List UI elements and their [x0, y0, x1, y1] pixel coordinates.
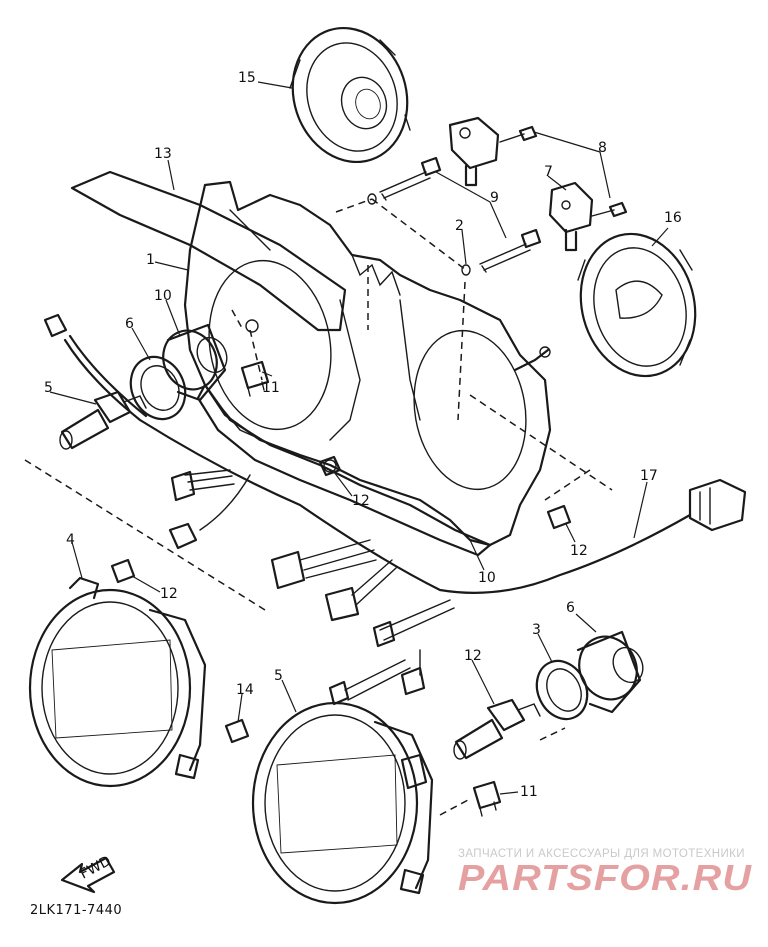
callout-16: 16 [664, 210, 682, 226]
watermark-logo: PARTSFOR.RU [458, 858, 752, 898]
callout-6-top: 6 [125, 316, 134, 332]
callout-9: 9 [490, 190, 499, 206]
part-7-bracket [448, 116, 594, 252]
drawing-code: 2LK171-7440 [30, 903, 123, 918]
part-17-wire-harness [43, 313, 747, 706]
callout-12-b: 12 [570, 543, 588, 559]
part-2-grommet [367, 193, 471, 276]
part-5-bulb-top [59, 390, 147, 450]
callout-11-top: 11 [262, 380, 280, 396]
part-13-trim-strip [70, 170, 347, 332]
part-10-socket-bottom [576, 630, 644, 714]
part-12-nut-d [224, 718, 250, 744]
part-14-lower-trim [196, 383, 492, 557]
part-12-nut-b [546, 504, 572, 530]
callout-leaders [49, 81, 669, 795]
watermark-subtitle: ЗАПЧАСТИ И АКСЕССУАРЫ ДЛЯ МОТОТЕХНИКИ [458, 848, 745, 860]
callout-3: 5 [274, 668, 283, 684]
part-15-cover-top [289, 26, 411, 164]
callout-2: 2 [455, 218, 464, 234]
callout-4: 4 [66, 532, 75, 548]
callout-17: 17 [640, 468, 658, 484]
callout-13: 13 [154, 146, 172, 162]
part-12-nut-c [110, 558, 136, 584]
part-5-bulb-bottom [453, 698, 541, 760]
callout-11-bottom: 11 [520, 784, 538, 800]
fwd-arrow-icon: FWD [60, 853, 116, 894]
callout-10-top: 10 [154, 288, 172, 304]
assembly-guide-lines [24, 198, 613, 816]
part-10-socket-top [162, 323, 228, 402]
callout-12-c: 12 [160, 586, 178, 602]
part-3-headlight-right [251, 701, 434, 905]
part-6-ring-top [129, 355, 187, 421]
part-16-cover-right [577, 232, 697, 378]
callout-1: 1 [146, 252, 155, 268]
part-9-bolt [379, 156, 542, 273]
part-8-screw [499, 125, 628, 218]
callout-12-a: 12 [352, 493, 370, 509]
part-4-headlight-left [28, 576, 207, 788]
part-12-nut-a [318, 455, 342, 477]
watermark-logo-text: PARTSFOR.RU [458, 858, 752, 898]
callout-7: 7 [544, 164, 553, 180]
fwd-arrow-label: FWD [77, 853, 113, 882]
callout-5-top: 5 [44, 380, 53, 396]
callout-labels: 15 13 8 7 9 2 16 1 10 6 11 5 12 17 12 4 … [44, 70, 682, 800]
part-11-socket-bottom [472, 780, 502, 817]
callout-15: 15 [238, 70, 256, 86]
callout-10-bottom: 6 [566, 600, 575, 616]
part-11-socket-top [240, 360, 270, 397]
callout-12-d: 14 [236, 682, 254, 698]
callout-5-bottom: 12 [464, 648, 482, 664]
callout-8: 8 [598, 140, 607, 156]
part-6-ring-bottom [535, 659, 589, 721]
callout-14: 10 [478, 570, 496, 586]
callout-6-bottom: 3 [532, 622, 541, 638]
